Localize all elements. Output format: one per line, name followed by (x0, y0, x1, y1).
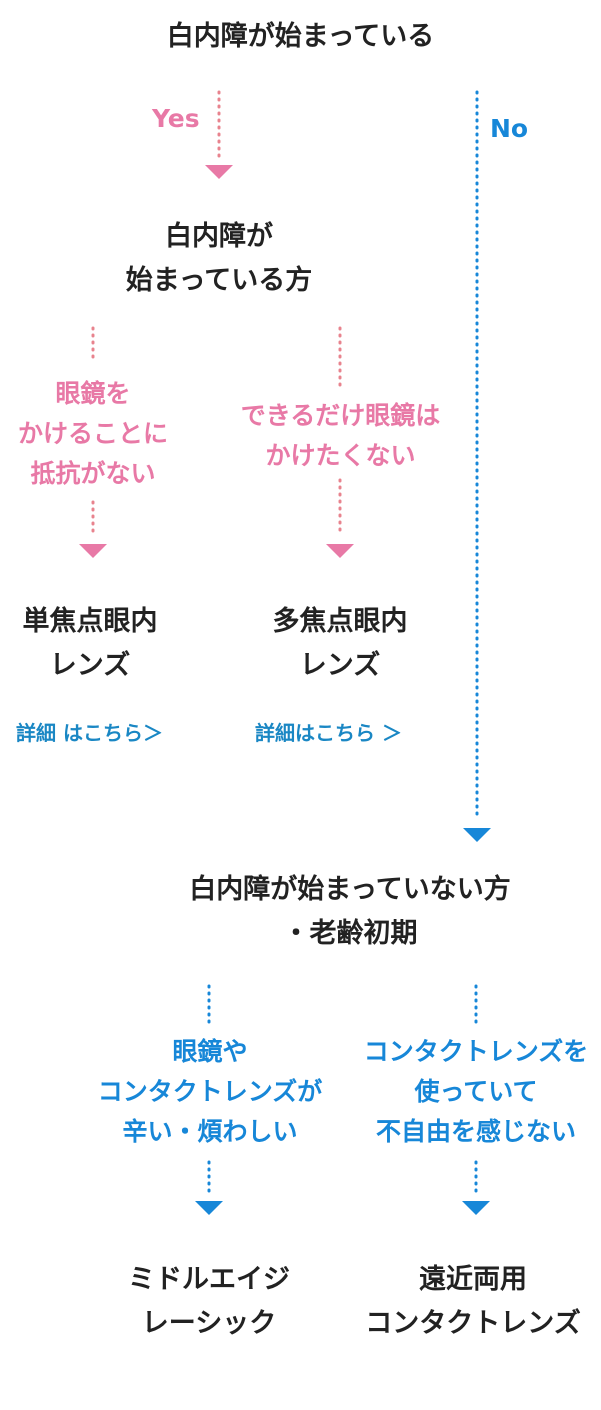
condition-left-line-3: 抵抗がない (30, 459, 156, 488)
condition-left: 眼鏡を かけることに 抵抗がない (3, 374, 183, 494)
root-title: 白内障が始まっている (0, 18, 601, 56)
result-multifocal-line-2: レンズ (299, 650, 381, 681)
cataract-node-line-1: 白内障が (165, 221, 273, 252)
result-bifocal-line-2: コンタクトレンズ (365, 1308, 581, 1339)
condition-right-line-1: できるだけ眼鏡は (240, 401, 441, 430)
blue-left-arrowhead (195, 1201, 223, 1215)
presbyopia-node-line-1: 白内障が始まっていない方 (189, 874, 511, 905)
result-lasik-line-2: レーシック (141, 1308, 277, 1339)
result-monofocal-line-2: レンズ (49, 650, 131, 681)
presbyopia-node: 白内障が始まっていない方 ・老齢初期 (130, 868, 570, 956)
condition-right: できるだけ眼鏡は かけたくない (218, 396, 463, 476)
condition-glasses-hard-line-1: 眼鏡や (172, 1037, 248, 1066)
result-lasik-line-1: ミドルエイジ (128, 1264, 290, 1295)
condition-contacts-ok-line-3: 不自由を感じない (375, 1117, 576, 1146)
result-bifocal: 遠近両用 コンタクトレンズ (346, 1258, 600, 1346)
result-monofocal: 単焦点眼内 レンズ (0, 600, 180, 688)
condition-left-line-2: かけることに (17, 419, 168, 448)
condition-contacts-ok-line-2: 使っていて (414, 1077, 538, 1106)
result-bifocal-line-1: 遠近両用 (419, 1264, 527, 1295)
right-arrowhead (326, 544, 354, 558)
cataract-node-line-2: 始まっている方 (125, 265, 313, 296)
no-label: No (490, 114, 529, 143)
yes-arrowhead (205, 165, 233, 179)
blue-right-arrowhead (462, 1201, 490, 1215)
root-title-text: 白内障が始まっている (166, 21, 435, 52)
condition-glasses-hard-line-3: 辛い・煩わしい (122, 1117, 298, 1146)
condition-right-line-2: かけたくない (265, 441, 416, 470)
no-arrowhead (463, 828, 491, 842)
result-lasik: ミドルエイジ レーシック (99, 1258, 319, 1346)
monofocal-details-link[interactable]: 詳細 はこちら＞ (16, 721, 163, 745)
presbyopia-node-line-2: ・老齢初期 (282, 918, 418, 949)
yes-label: Yes (152, 104, 200, 133)
condition-contacts-ok-line-1: コンタクトレンズを (363, 1037, 589, 1066)
cataract-node: 白内障が 始まっている方 (69, 215, 369, 303)
left-arrowhead (79, 544, 107, 558)
result-multifocal-line-1: 多焦点眼内 (272, 606, 408, 637)
result-multifocal: 多焦点眼内 レンズ (245, 600, 435, 688)
multifocal-details-link[interactable]: 詳細はこちら ＞ (255, 721, 402, 745)
condition-left-line-1: 眼鏡を (55, 379, 131, 408)
result-monofocal-line-1: 単焦点眼内 (22, 606, 158, 637)
condition-glasses-hard-line-2: コンタクトレンズが (97, 1077, 323, 1106)
condition-contacts-ok: コンタクトレンズを 使っていて 不自由を感じない (352, 1032, 600, 1152)
condition-glasses-hard: 眼鏡や コンタクトレンズが 辛い・煩わしい (79, 1032, 341, 1152)
